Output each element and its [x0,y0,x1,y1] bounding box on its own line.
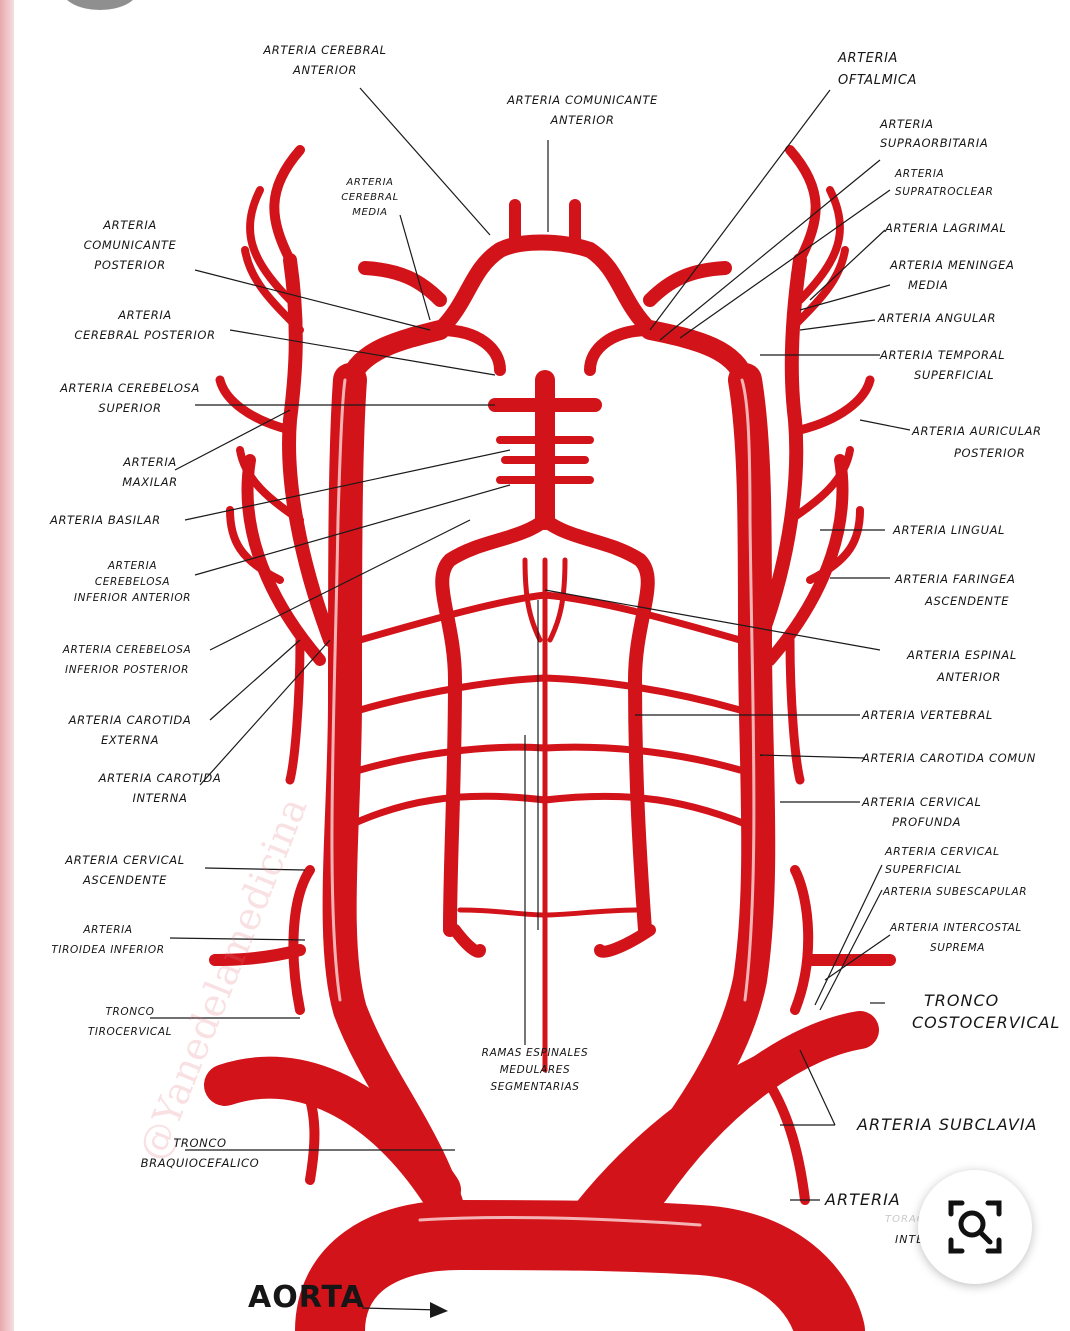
page-edge [0,0,14,1331]
label-lingual: ARTERIA LINGUAL [893,523,1006,537]
label-vertebral: ARTERIA VERTEBRAL [862,708,993,722]
label-aorta: AORTA [248,1280,365,1315]
label-carotida-comun: ARTERIA CAROTIDA COMUN [862,751,1037,765]
label-basilar: ARTERIA BASILAR [50,513,161,527]
zoom-button[interactable] [918,1170,1032,1284]
search-zoom-icon [948,1200,1002,1254]
label-subescapular: ARTERIA SUBESCAPULAR [883,886,1028,898]
label-lagrimal: ARTERIA LAGRIMAL [885,221,1007,235]
label-angular: ARTERIA ANGULAR [878,311,997,325]
status-dot [62,0,138,10]
label-subclavia: ARTERIA SUBCLAVIA [857,1115,1038,1134]
